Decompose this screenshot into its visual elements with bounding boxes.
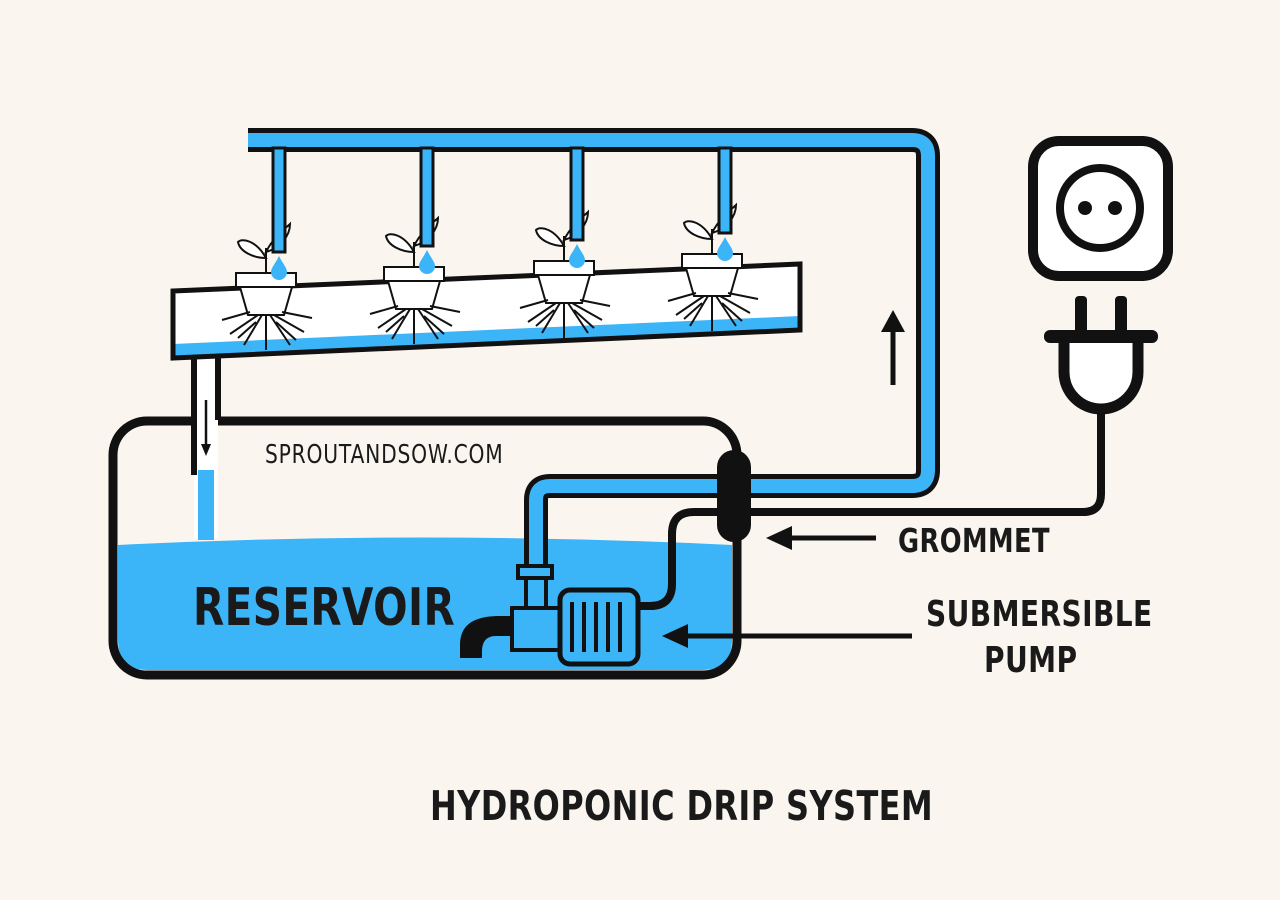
reservoir-label: RESERVOIR [193, 578, 456, 638]
grommet [717, 450, 751, 542]
drip-emitter [569, 146, 585, 242]
water-drop-icon [419, 250, 435, 274]
pump-label-line1: SUBMERSIBLE [926, 594, 1153, 635]
drip-lines [248, 128, 940, 566]
drip-emitter [717, 146, 733, 235]
grommet-pointer-arrow [766, 526, 876, 550]
drip-emitter [271, 146, 287, 254]
arrow-icon [881, 310, 905, 385]
return-pipe [191, 348, 221, 540]
water-drop-icon [271, 256, 287, 280]
watermark: SPROUTANDSOW.COM [265, 440, 504, 470]
feed-pipe-water [248, 133, 935, 566]
reservoir-outline [108, 416, 742, 680]
pump-pointer-arrow [662, 624, 912, 648]
water-drop-icon [569, 244, 585, 268]
plant-icon [369, 215, 461, 344]
feed-pipe-outline [248, 128, 940, 566]
plug-icon [1044, 296, 1158, 415]
pump-outlet [460, 616, 520, 658]
outlet-icon [1028, 136, 1173, 281]
grow-tray [170, 261, 803, 361]
pump-label-line2: PUMP [984, 640, 1078, 681]
water-drop-icon [717, 237, 733, 261]
grommet-label: GROMMET [898, 521, 1050, 560]
tray-water [173, 316, 800, 358]
power-cord [638, 408, 1105, 610]
pump-icon [460, 564, 641, 667]
drip-emitter [419, 146, 435, 248]
diagram-title: HYDROPONIC DRIP SYSTEM [430, 782, 934, 830]
return-pipe-water [198, 470, 214, 540]
